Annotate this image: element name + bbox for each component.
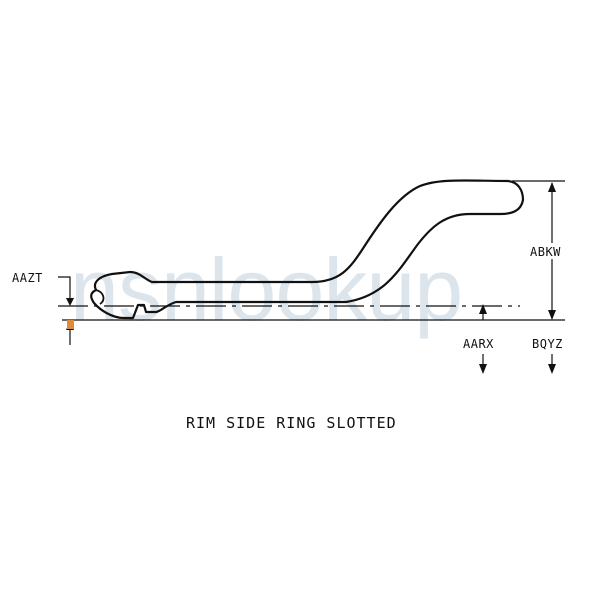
dim-arrow-aarx-down bbox=[479, 364, 487, 374]
dim-arrow-bqyz-down bbox=[548, 364, 556, 374]
dim-label-bqyz: BQYZ bbox=[532, 337, 563, 351]
dim-label-aazt: AAZT bbox=[12, 271, 43, 285]
dim-label-abkw: ABKW bbox=[530, 245, 561, 259]
drawing-caption: RIM SIDE RING SLOTTED bbox=[186, 414, 397, 432]
dim-marker-aazt bbox=[67, 320, 74, 329]
dim-arrow-abkw-top bbox=[548, 182, 556, 192]
dim-arrow-aazt-down bbox=[66, 298, 74, 306]
dim-label-abkw-bg bbox=[528, 243, 576, 259]
dim-arrow-abkw-bottom bbox=[548, 310, 556, 320]
dim-label-aarx: AARX bbox=[463, 337, 494, 351]
watermark-text: nsnlookup bbox=[70, 240, 462, 339]
dim-leader-aazt bbox=[58, 276, 71, 300]
dim-arrow-aarx-up bbox=[479, 304, 487, 314]
ring-notch-detail bbox=[95, 289, 105, 305]
ring-profile-outline bbox=[90, 179, 525, 320]
